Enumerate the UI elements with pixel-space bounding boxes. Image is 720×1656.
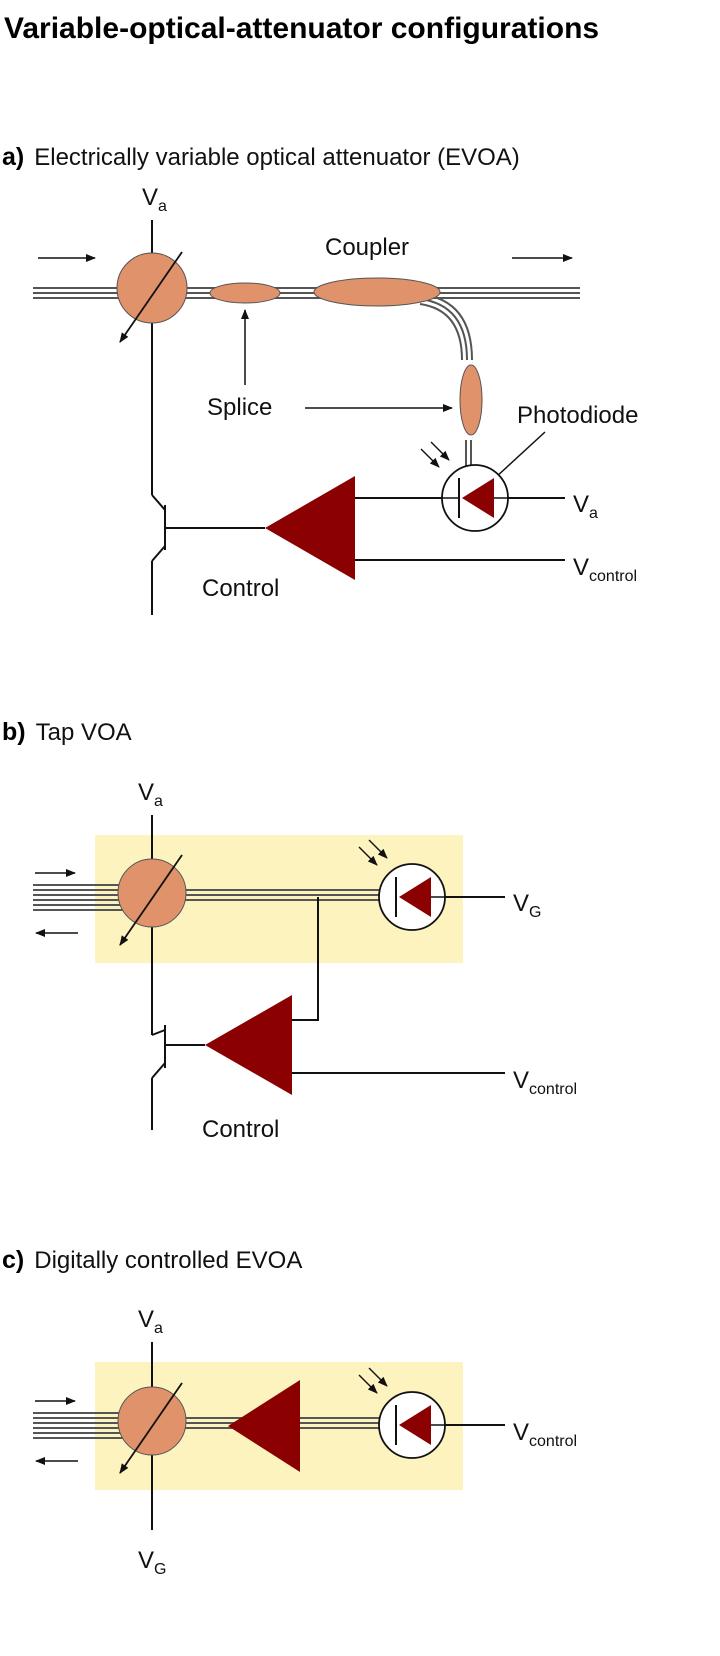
variable-arrow (119, 1382, 183, 1474)
svg-text:b) Tap VOA: b) Tap VOA (2, 718, 132, 746)
control-amplifier (205, 995, 292, 1095)
control-label: Control (202, 575, 279, 602)
photodiode (378, 1391, 446, 1459)
input-fiber-bundle (33, 884, 125, 911)
photodiode (441, 464, 509, 532)
tap-splice-element (459, 364, 483, 436)
tap-fiber (419, 293, 473, 470)
vcontrol-label: Vcontrol (513, 1419, 577, 1450)
attenuator-element (116, 252, 188, 324)
section-a-heading: Electrically variable optical attenuator… (34, 144, 520, 171)
main-fiber (180, 889, 380, 901)
page-title: Variable-optical-attenuator configuratio… (4, 12, 599, 45)
splice-element (209, 282, 281, 304)
va-label: Va (138, 1306, 163, 1337)
control-amplifier (265, 476, 355, 580)
va-right-label: Va (573, 491, 598, 522)
section-a: a) Electrically variable optical attenua… (2, 143, 638, 615)
coupler-label: Coupler (325, 234, 409, 261)
attenuator-element (117, 858, 187, 928)
section-a-letter: a) (2, 143, 24, 171)
va-label: Va (138, 779, 163, 810)
section-c-heading: Digitally controlled EVOA (34, 1247, 302, 1274)
vg-label: VG (513, 890, 541, 921)
section-b: b) Tap VOA Va (2, 718, 577, 1143)
vg-bottom-label: VG (138, 1547, 166, 1578)
svg-text:a) Electrically variable: a) Electrically variable optical attenua… (2, 143, 520, 171)
section-b-heading: Tap VOA (36, 719, 132, 746)
svg-text:c) Digitally controlled: c) Digitally controlled EVOA (2, 1246, 302, 1274)
section-b-letter: b) (2, 718, 26, 746)
light-arrow-1 (358, 1374, 378, 1394)
light-arrow-2 (430, 441, 450, 461)
input-fiber-bundle (33, 1412, 125, 1439)
digital-control-amplifier (228, 1380, 300, 1472)
photodiode (378, 863, 446, 931)
light-arrow-2 (368, 839, 388, 859)
photodiode-label: Photodiode (517, 402, 638, 429)
vcontrol-label: Vcontrol (513, 1067, 577, 1098)
vcontrol-label: Vcontrol (573, 554, 637, 585)
light-arrow-1 (420, 448, 440, 468)
transistor (151, 494, 166, 615)
variable-arrow (119, 854, 183, 946)
light-arrow-1 (358, 846, 378, 866)
section-c: c) Digitally controlled EVOA Va VG (2, 1246, 577, 1578)
light-arrow-2 (368, 1367, 388, 1387)
tap-feedback-wire (292, 897, 319, 1021)
attenuator-element (117, 1386, 187, 1456)
photodiode-leader (494, 431, 546, 479)
control-label: Control (202, 1116, 279, 1143)
coupler-element (313, 277, 441, 307)
input-fiber (33, 287, 125, 299)
transistor (151, 1025, 166, 1130)
splice-label: Splice (207, 394, 272, 421)
variable-arrow (119, 251, 183, 343)
va-label: Va (142, 184, 167, 215)
section-c-letter: c) (2, 1246, 24, 1274)
